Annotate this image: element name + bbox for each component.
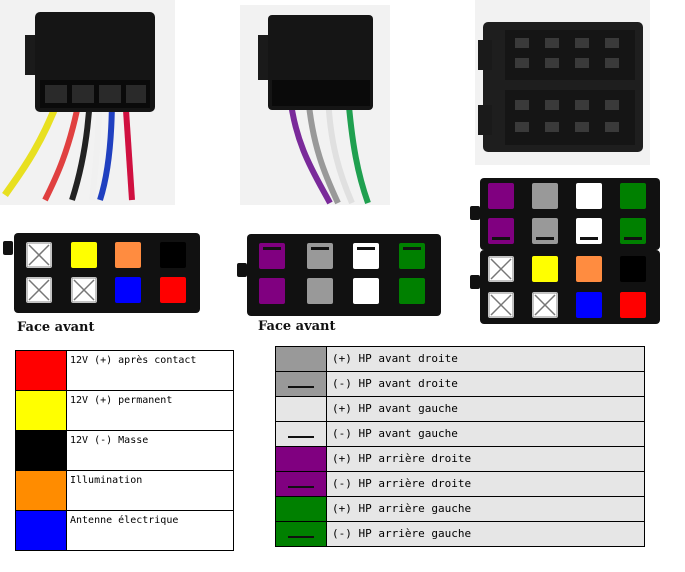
connector-tab [470, 206, 480, 220]
pin [399, 278, 425, 304]
legend-row: 12V (-) Masse [16, 431, 233, 471]
face-label-middle: Face avant [258, 319, 336, 334]
legend-row: Illumination [16, 471, 233, 511]
legend-label: 12V (+) permanent [70, 395, 173, 406]
legend-row: (-) HP avant gauche [276, 422, 644, 447]
legend-label: 12V (+) après contact [70, 355, 197, 366]
pin [399, 243, 425, 269]
color-swatch [276, 397, 327, 421]
color-swatch [276, 347, 327, 371]
color-swatch [16, 471, 67, 510]
stacked-power-connector [480, 250, 660, 324]
pin [259, 278, 285, 304]
pin-unused [71, 277, 97, 303]
legend-label: (-) HP arrière droite [332, 477, 472, 490]
legend-label: (+) HP arrière gauche [332, 502, 472, 515]
pin-negative-marker [580, 237, 598, 240]
pin-unused [488, 292, 514, 318]
face-label-left: Face avant [17, 320, 95, 335]
legend-row: (-) HP arrière droite [276, 472, 644, 497]
color-swatch [276, 497, 327, 521]
color-swatch [16, 511, 67, 550]
pin-negative-marker [492, 237, 510, 240]
pin [576, 256, 602, 282]
pin-unused [26, 242, 52, 268]
pin [620, 256, 646, 282]
legend-row: (+) HP avant droite [276, 347, 644, 372]
pin [488, 183, 514, 209]
pin [488, 218, 514, 244]
legend-row: (-) HP avant droite [276, 372, 644, 397]
pin-negative-marker [311, 247, 329, 250]
connector-tab [470, 275, 480, 289]
pin-negative-marker [403, 247, 421, 250]
negative-dash-marker [288, 436, 314, 438]
power-connector-diagram [14, 233, 200, 313]
legend-label: Illumination [70, 475, 143, 486]
legend-label: (+) HP arrière droite [332, 452, 472, 465]
color-swatch [276, 522, 327, 546]
negative-dash-marker [288, 386, 314, 388]
pin-negative-marker [536, 237, 554, 240]
connector-tab [237, 263, 247, 277]
pin [576, 218, 602, 244]
legend-row: (+) HP arrière gauche [276, 497, 644, 522]
pin [532, 256, 558, 282]
speaker-connector-diagram [247, 234, 441, 316]
legend-label: 12V (-) Masse [70, 435, 149, 446]
legend-row: (-) HP arrière gauche [276, 522, 644, 546]
power-color-legend: 12V (+) après contact 12V (+) permanent 12… [15, 350, 234, 551]
color-swatch [276, 422, 327, 446]
legend-label: (-) HP avant droite [332, 377, 458, 390]
photo-connector-front [475, 0, 650, 165]
legend-row: 12V (+) après contact [16, 351, 233, 391]
color-swatch [276, 372, 327, 396]
color-swatch [16, 431, 67, 470]
legend-row: (+) HP arrière droite [276, 447, 644, 472]
color-swatch [276, 447, 327, 471]
pin [532, 218, 558, 244]
speaker-color-legend: (+) HP avant droite (-) HP avant droite (+… [275, 346, 645, 547]
negative-dash-marker [288, 486, 314, 488]
photo-power-connector [0, 0, 175, 205]
pin [353, 243, 379, 269]
pin [160, 242, 186, 268]
pin [307, 243, 333, 269]
pin [620, 183, 646, 209]
pin [160, 277, 186, 303]
pin-negative-marker [624, 237, 642, 240]
pin-negative-marker [263, 247, 281, 250]
pin-negative-marker [357, 247, 375, 250]
legend-row: (+) HP avant gauche [276, 397, 644, 422]
pin [115, 277, 141, 303]
pin [115, 242, 141, 268]
legend-row: 12V (+) permanent [16, 391, 233, 431]
negative-dash-marker [288, 536, 314, 538]
pin [353, 278, 379, 304]
legend-label: (+) HP avant droite [332, 352, 458, 365]
pin [620, 292, 646, 318]
color-swatch [16, 391, 67, 430]
connector-tab [3, 241, 13, 255]
pin [532, 183, 558, 209]
legend-label: (-) HP avant gauche [332, 427, 458, 440]
pin [576, 183, 602, 209]
legend-label: (+) HP avant gauche [332, 402, 458, 415]
pin [576, 292, 602, 318]
stacked-speaker-connector [480, 178, 660, 250]
pin [307, 278, 333, 304]
color-swatch [276, 472, 327, 496]
pin [259, 243, 285, 269]
pin-unused [532, 292, 558, 318]
photo-speaker-connector [240, 5, 390, 205]
pin [71, 242, 97, 268]
pin [620, 218, 646, 244]
pin-unused [488, 256, 514, 282]
legend-label: Antenne électrique [70, 515, 179, 526]
pin-unused [26, 277, 52, 303]
color-swatch [16, 351, 67, 390]
legend-row: Antenne électrique [16, 511, 233, 550]
legend-label: (-) HP arrière gauche [332, 527, 472, 540]
